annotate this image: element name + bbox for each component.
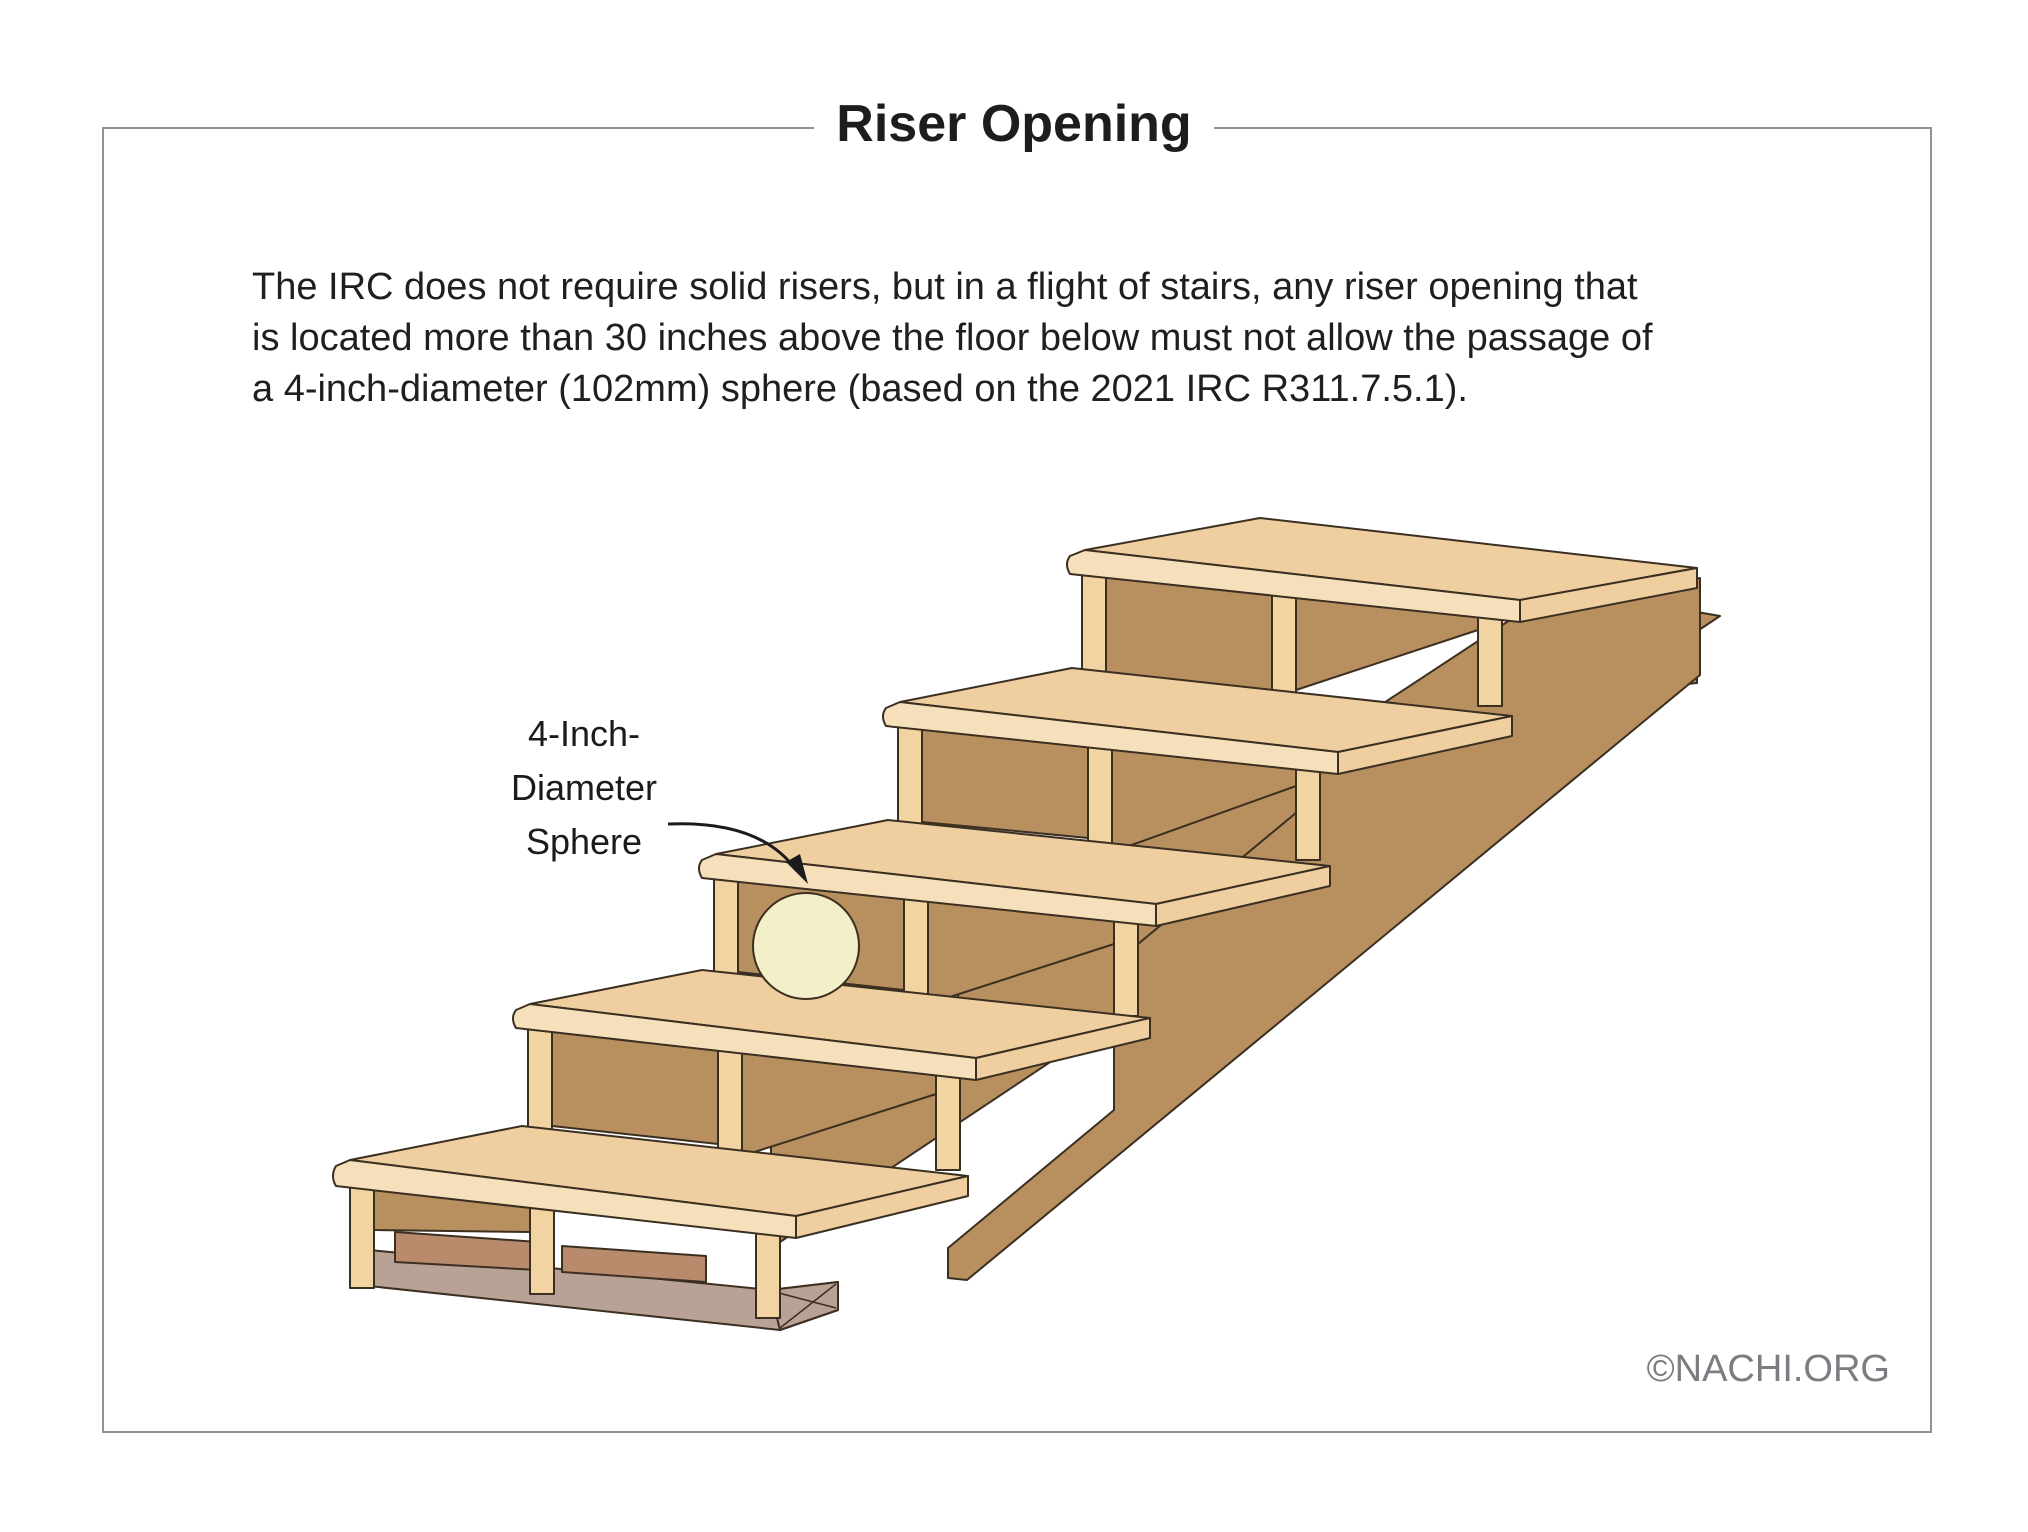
credit-text: ©NACHI.ORG bbox=[1646, 1348, 1890, 1390]
step-4-tread-side bbox=[1337, 715, 1513, 775]
callout-arrow bbox=[667, 822, 798, 871]
step-2-riser-post-middle bbox=[717, 1039, 743, 1159]
step-5-riser-post-left bbox=[1081, 565, 1107, 682]
description-line-3: a 4-inch-diameter (102mm) sphere (based … bbox=[252, 368, 1468, 410]
description-line-1: The IRC does not require solid risers, b… bbox=[252, 266, 1638, 308]
step-2-riser-post-right bbox=[935, 1065, 961, 1171]
sphere-4-inch bbox=[752, 892, 860, 1000]
callout-label-line-3: Sphere bbox=[526, 821, 642, 862]
base-plate-cross-1 bbox=[774, 1291, 837, 1309]
step-3-riser-post-right bbox=[1113, 913, 1139, 1017]
base-inner-right bbox=[561, 1245, 707, 1283]
step-4-riser-post-right bbox=[1295, 757, 1321, 861]
step-1-tread-side bbox=[795, 1175, 969, 1239]
callout-label-line-1: 4-Inch- bbox=[528, 713, 640, 754]
step-4-riser-post-middle bbox=[1087, 735, 1113, 847]
step-3-riser-post-middle bbox=[903, 889, 929, 1003]
step-2-tread-side bbox=[975, 1017, 1151, 1081]
step-5-riser-post-middle bbox=[1271, 583, 1297, 695]
description-line-2: is located more than 30 inches above the… bbox=[252, 317, 1653, 359]
step-4-riser-post-left bbox=[897, 717, 923, 839]
base-plate-cross-2 bbox=[779, 1283, 837, 1329]
step-3-tread-side bbox=[1155, 865, 1331, 927]
step-1-riser-post-middle bbox=[529, 1197, 555, 1295]
step-5-tread-side bbox=[1519, 567, 1698, 623]
step-1-riser-post-left bbox=[349, 1177, 375, 1289]
description-text: The IRC does not require solid risers, b… bbox=[252, 262, 1812, 415]
callout-label-line-2: Diameter bbox=[511, 767, 657, 808]
callout-arrowhead bbox=[786, 854, 808, 884]
